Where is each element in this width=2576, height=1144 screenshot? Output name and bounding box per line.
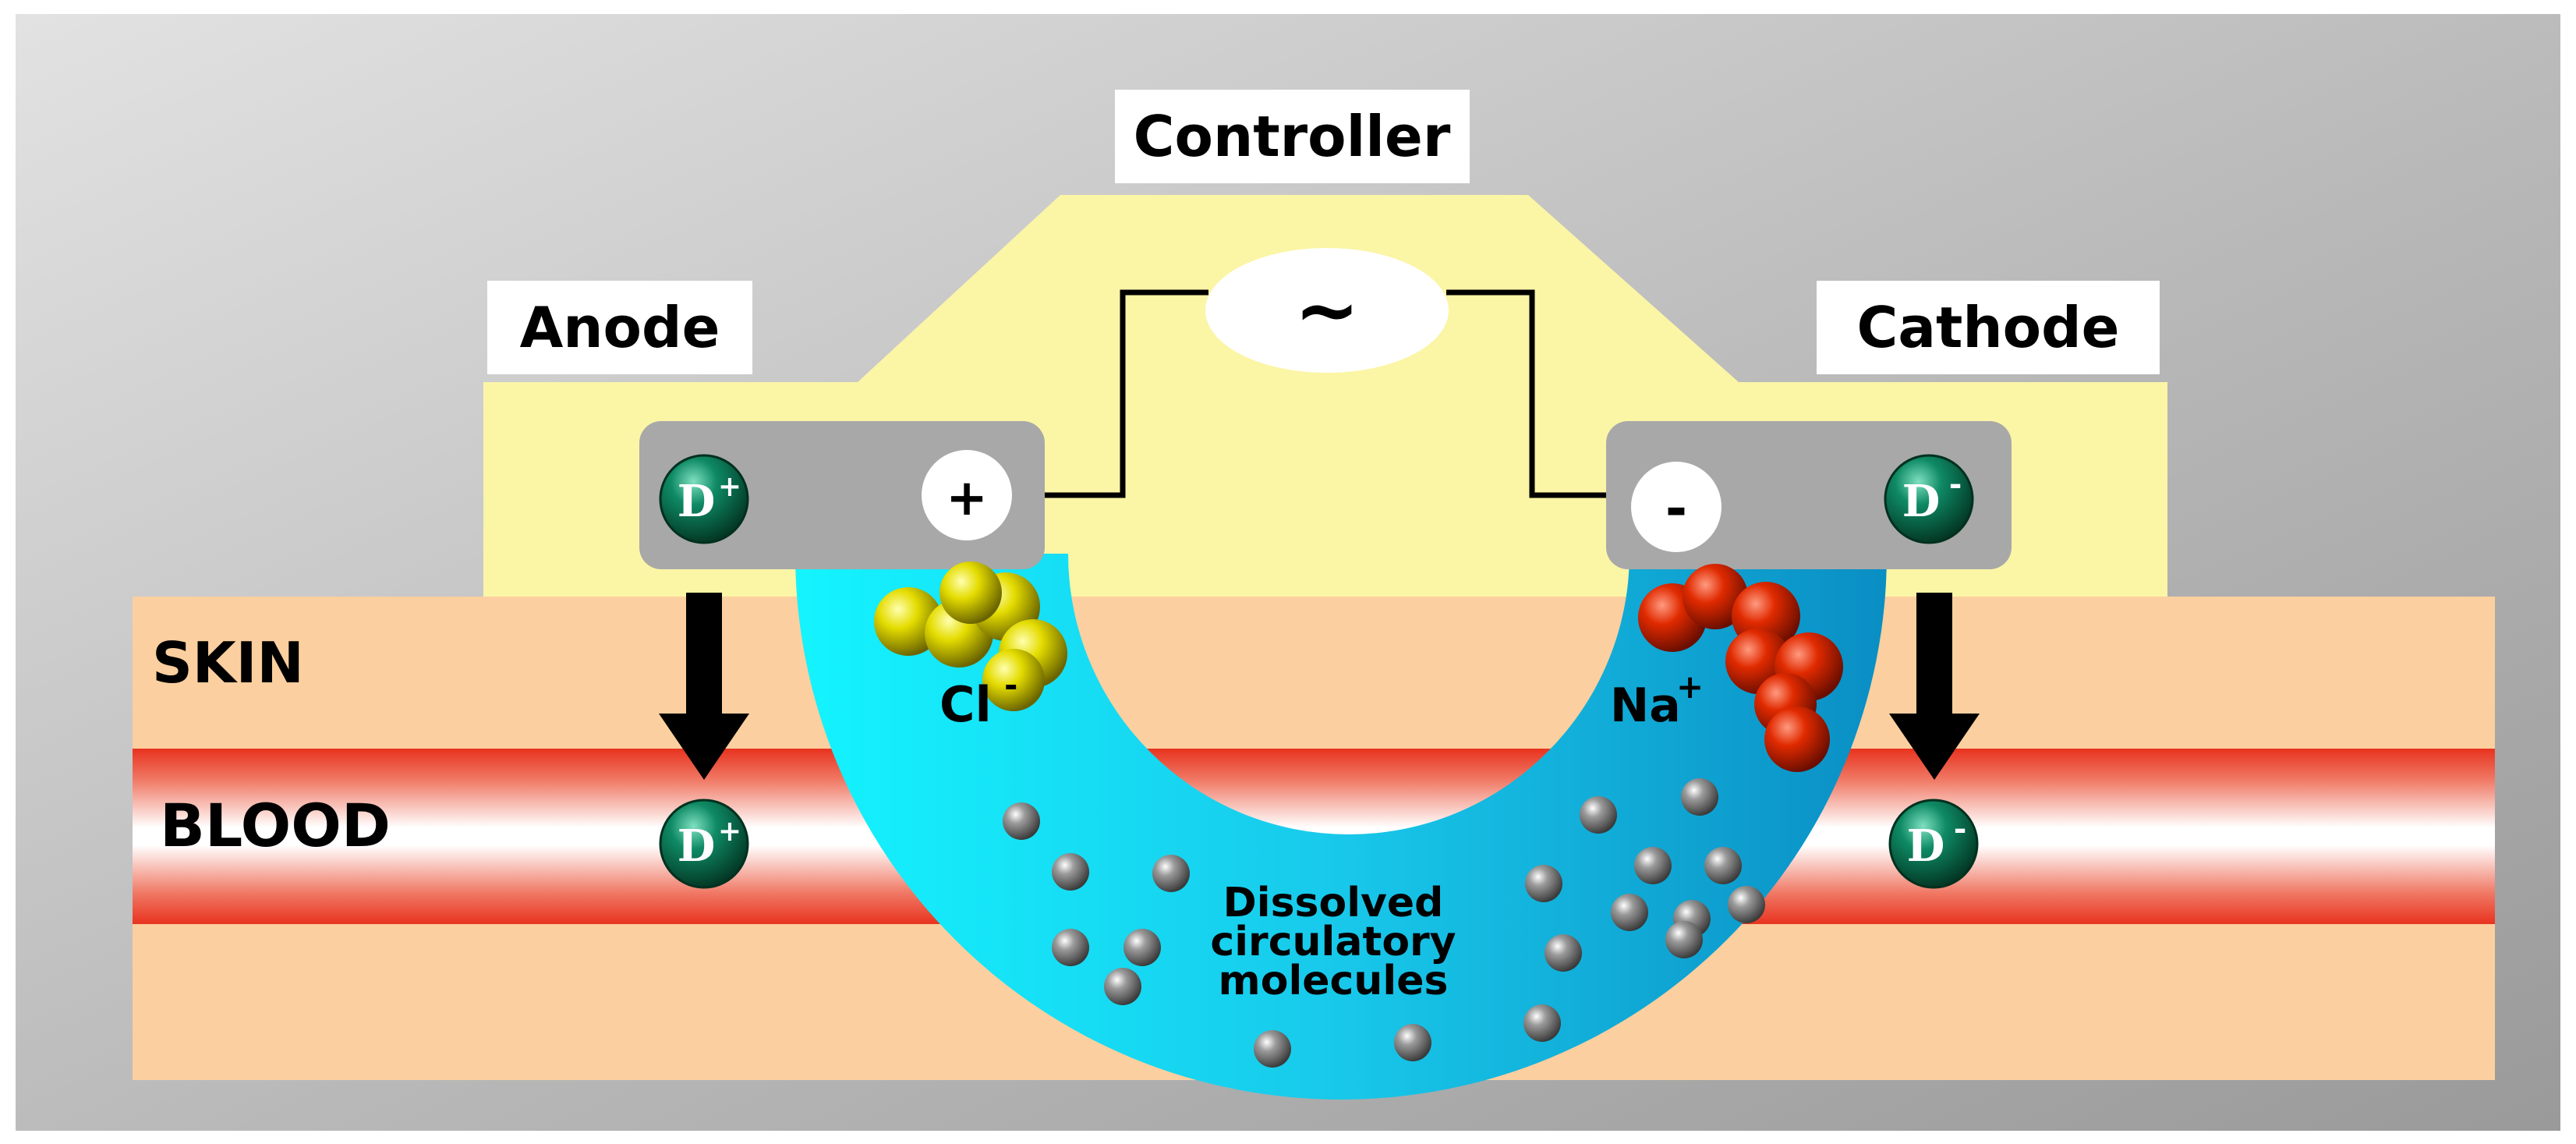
molecules-label-line1: Dissolved (1223, 880, 1444, 926)
svg-text:-: - (1949, 466, 1962, 502)
svg-text:-: - (1954, 810, 1967, 847)
anode-label-box (487, 281, 752, 374)
cathode-arrow (1889, 593, 1980, 780)
molecules-label-line2: circulatory (1210, 919, 1456, 965)
svg-text:+: + (718, 815, 741, 848)
svg-text:D: D (1907, 820, 1945, 872)
drug-ion-cathode-top: D - (1884, 454, 1974, 544)
minus-sign: - (1665, 478, 1687, 540)
wire-right (1446, 289, 1606, 498)
molecules-label-line3: molecules (1219, 958, 1449, 1004)
sodium-label: Na (1610, 678, 1681, 733)
blood-label: BLOOD (160, 791, 391, 860)
ac-source (1205, 248, 1449, 373)
ac-symbol: ~ (1294, 264, 1360, 356)
anode-arrow (659, 593, 749, 780)
skin-layer (133, 597, 2495, 764)
minus-terminal (1631, 462, 1721, 552)
anode-label: Anode (520, 295, 720, 360)
chloride-cluster (874, 561, 1067, 711)
controller-label: Controller (1134, 104, 1451, 169)
drug-ion-anode-blood: D + (659, 799, 749, 889)
plus-terminal (922, 450, 1012, 540)
sodium-charge: + (1676, 668, 1704, 706)
svg-text:D: D (1902, 476, 1941, 527)
skin-label: SKIN (152, 630, 304, 696)
circulatory-molecules (1003, 778, 1765, 1068)
chloride-label: Cl (939, 676, 992, 733)
drug-ion-anode-top: D + (659, 454, 749, 544)
wire-left (1045, 289, 1208, 498)
controller-label-box (1115, 90, 1470, 183)
svg-text:D: D (678, 820, 716, 872)
plus-sign: + (946, 469, 988, 527)
svg-text:D: D (678, 476, 716, 527)
cathode-label-box (1817, 281, 2160, 374)
chloride-charge: - (1004, 666, 1017, 704)
svg-text:+: + (718, 470, 741, 503)
drug-ion-cathode-blood: D - (1888, 799, 1979, 889)
cathode-label: Cathode (1857, 295, 2120, 360)
sodium-cluster (1638, 564, 1843, 772)
